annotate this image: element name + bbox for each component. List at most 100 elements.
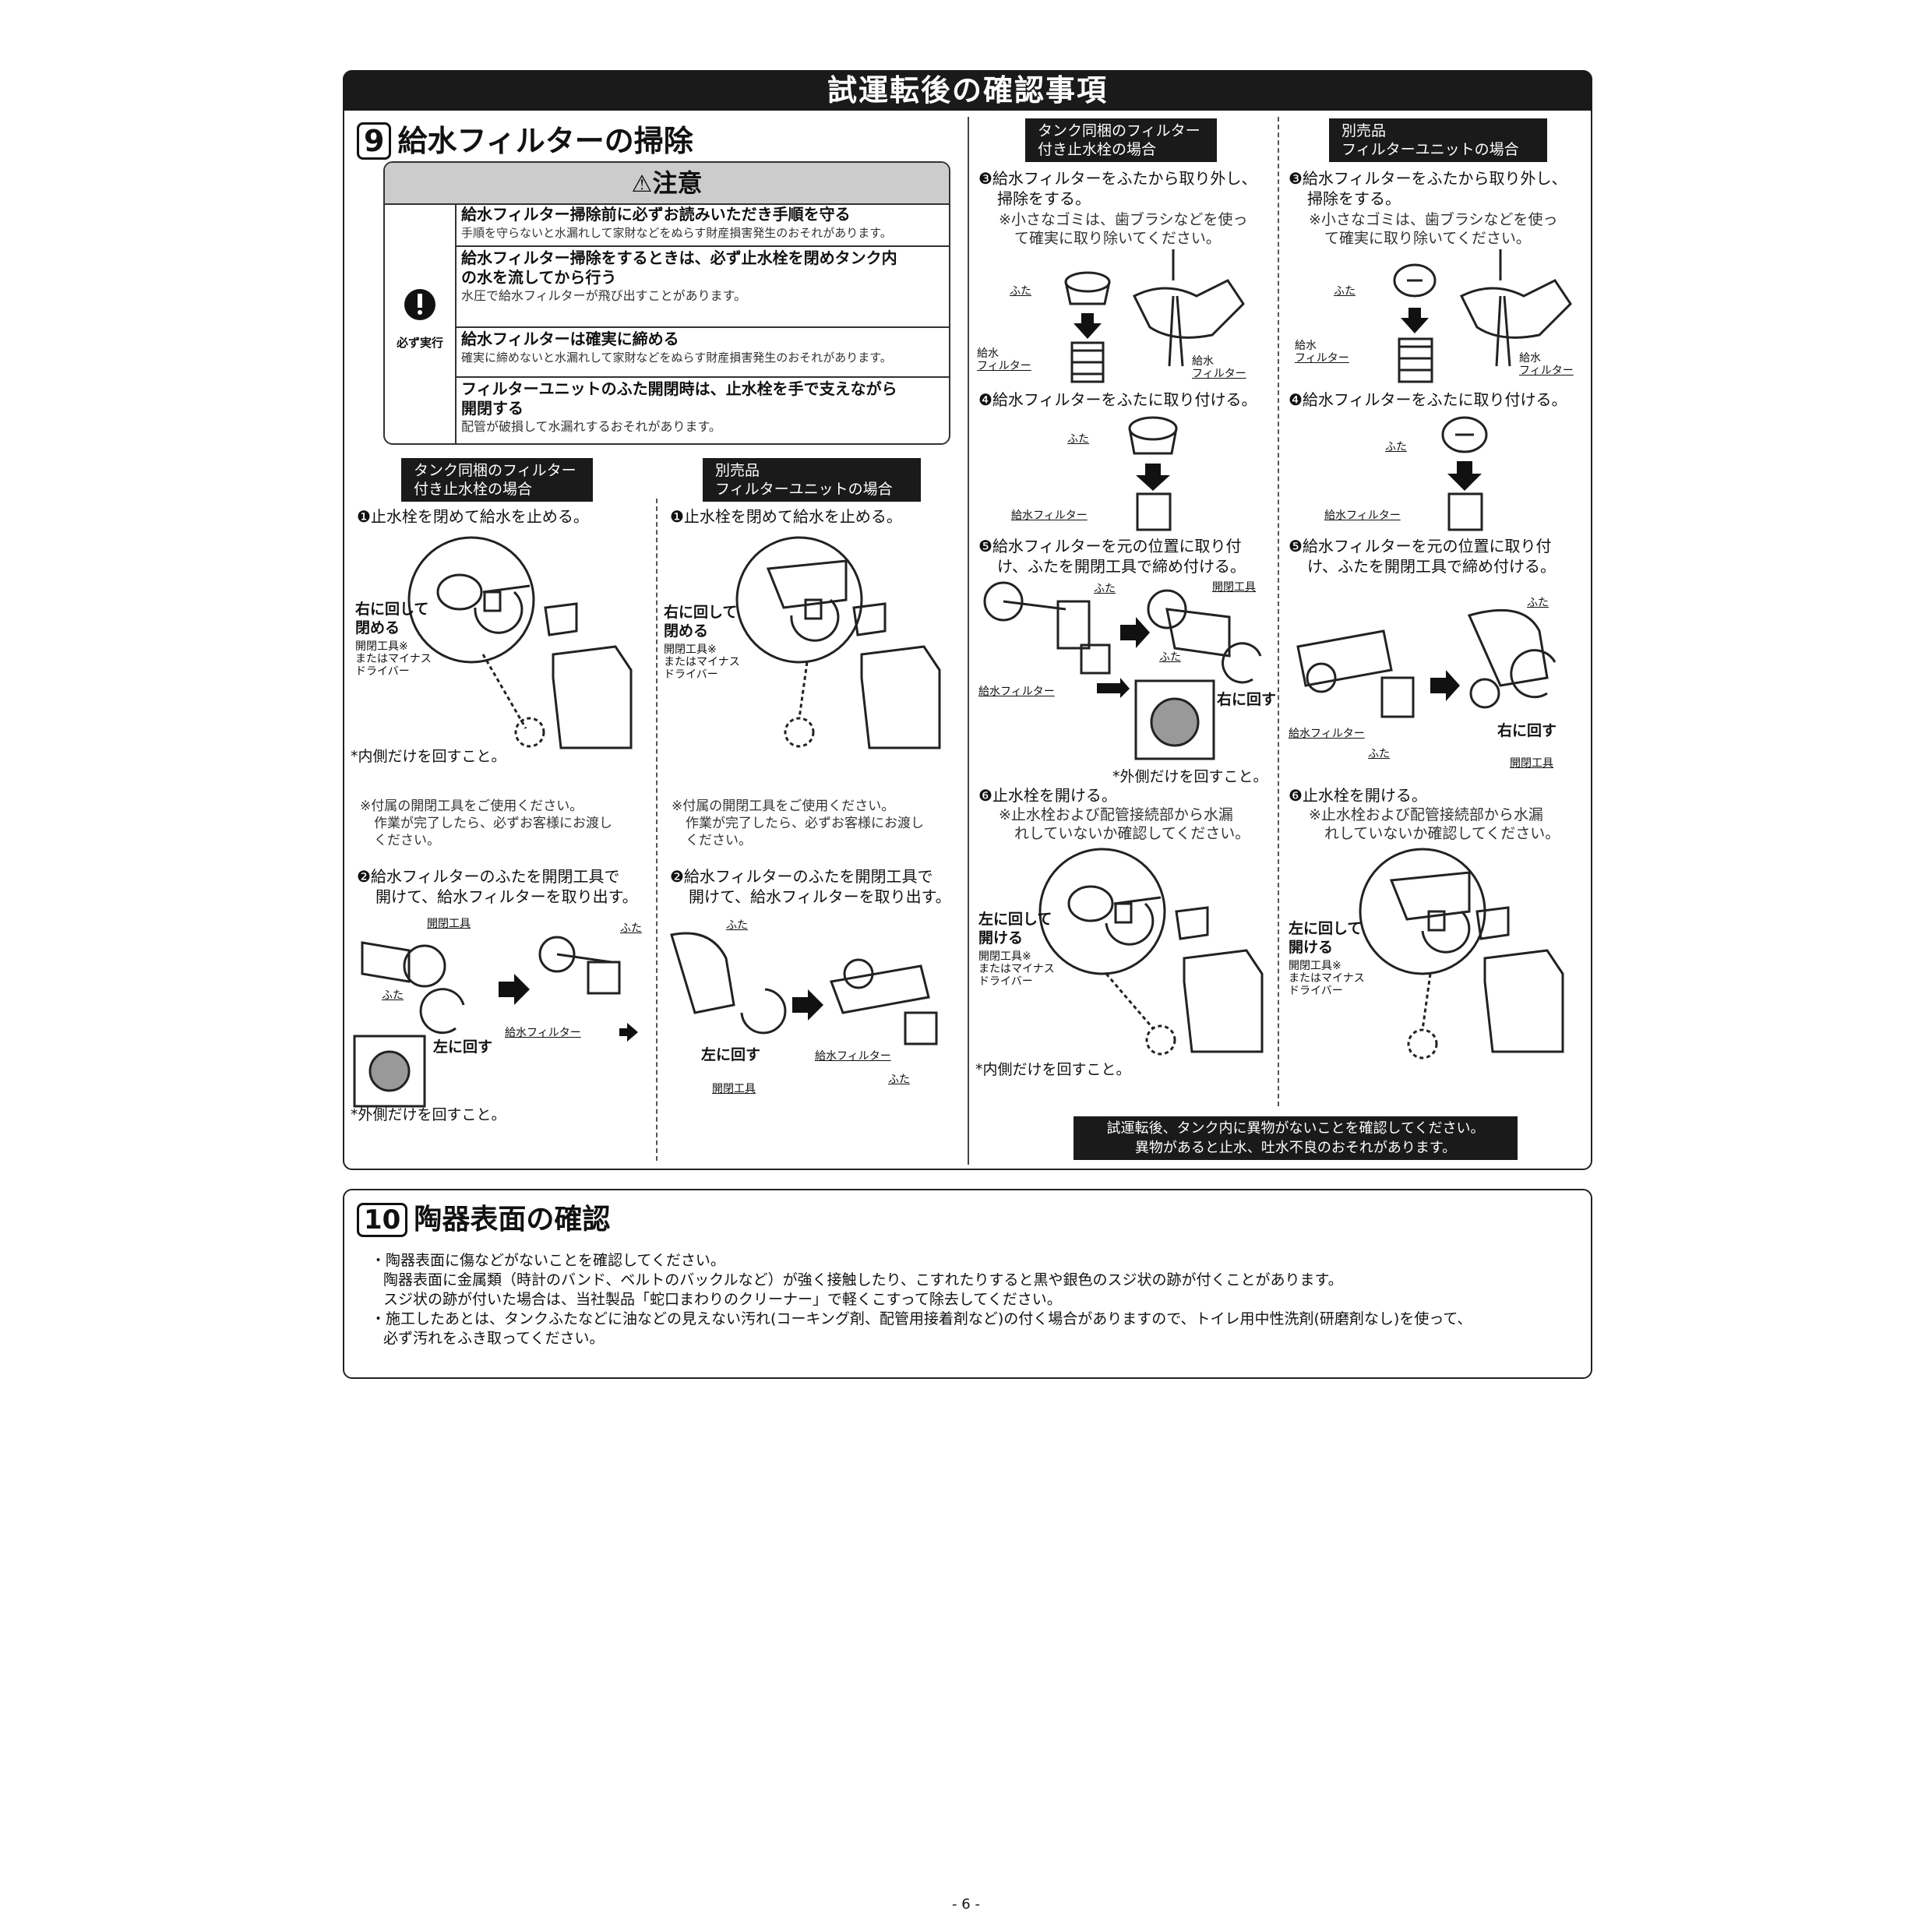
lid-callout: ふた xyxy=(1527,597,1549,609)
note-line: ※止水栓および配管接続部から水漏 xyxy=(999,806,1233,823)
label-line: ドライバー xyxy=(355,665,410,678)
tool-label: 開閉工具※ またはマイナス ドライバー xyxy=(355,640,432,678)
filter-unit-valve-open-illustration xyxy=(1359,848,1564,1059)
note-line: ※止水栓および配管接続部から水漏 xyxy=(1309,806,1543,823)
turn-right-label: 右に回して 閉める xyxy=(664,603,737,640)
label-line: 給水 xyxy=(1295,340,1317,352)
tag-line: 別売品 xyxy=(1341,122,1387,139)
section-10-frame xyxy=(343,1189,1592,1379)
caution-row-heading-2: 開閉する xyxy=(461,399,524,418)
step-6-note: ※止水栓および配管接続部から水漏 れしていないか確認してください。 xyxy=(999,806,1250,843)
filter-callout: 給水フィルター xyxy=(1011,509,1088,522)
caution-row-sub: 確実に締めないと水漏れして家財などをぬらす財産損害発生のおそれがあります。 xyxy=(461,351,892,365)
lid-callout: ふた xyxy=(1385,441,1407,453)
tool-label: 開閉工具※ またはマイナス ドライバー xyxy=(664,643,740,681)
step-3-text: ❸給水フィルターをふたから取り外し、 掃除をする。 xyxy=(978,168,1257,209)
caution-row-heading-2: の水を流してから行う xyxy=(461,268,617,287)
filter-reinstall-illustration xyxy=(983,581,1262,760)
tag-line: 別売品 xyxy=(715,462,760,479)
note-line: 作業が完了したら、必ずお客様にお渡し xyxy=(374,816,612,831)
lid-callout: ふた xyxy=(888,1074,910,1086)
case-tag-unit: 別売品 フィルターユニットの場合 xyxy=(1329,118,1547,162)
filter-cleaning-illustration xyxy=(1064,249,1245,383)
filter-removal-illustration xyxy=(353,936,638,1108)
caution-row-1: 給水フィルター掃除前に必ずお読みいただき手順を守る 手順を守らないと水漏れして家… xyxy=(457,203,949,247)
filter-callout: 給水 フィルター xyxy=(1192,355,1246,380)
label-line: ドライバー xyxy=(1289,985,1343,997)
label-line: 給水 xyxy=(1519,352,1541,365)
warning-triangle-icon: ⚠ xyxy=(631,171,653,198)
tag-line: 付き止水栓の場合 xyxy=(1038,141,1157,158)
label-line: フィルター xyxy=(1295,352,1349,365)
filter-callout: 給水 フィルター xyxy=(1295,340,1349,365)
caution-badge-label: 必ず実行 xyxy=(396,336,443,350)
turn-left-label: 左に回す xyxy=(433,1038,493,1056)
page-title: 試運転後の確認事項 xyxy=(343,70,1592,111)
note-line: ※付属の開閉工具をご使用ください。 xyxy=(360,799,583,814)
tool-label: 開閉工具※ またはマイナス ドライバー xyxy=(1289,960,1365,997)
section-number: 10 xyxy=(357,1203,408,1237)
caution-row-4: フィルターユニットのふた開閉時は、止水栓を手で支えながら 開閉する 配管が破損し… xyxy=(457,378,949,443)
text-line: ❺給水フィルターを元の位置に取り付 xyxy=(1289,537,1552,555)
exclamation-circle-icon xyxy=(404,289,435,320)
step-1-text: ❶止水栓を閉めて給水を止める。 xyxy=(670,507,902,526)
filter-callout: 給水フィルター xyxy=(505,1027,581,1039)
note-line: れしていないか確認してください。 xyxy=(1014,825,1250,842)
note-line: ください。 xyxy=(374,833,440,848)
column-divider xyxy=(1278,117,1279,1106)
text-line: ❷給水フィルターのふたを開閉工具で xyxy=(357,867,620,886)
label-line: 給水 xyxy=(977,347,999,360)
step-3-note: ※小さなゴミは、歯ブラシなどを使っ て確実に取り除いてください。 xyxy=(1309,210,1558,248)
caution-row-heading: 給水フィルター掃除をするときは、必ず止水栓を閉めタンク内 xyxy=(461,249,897,267)
note-line: て確実に取り除いてください。 xyxy=(1014,230,1221,247)
note-line: ※小さなゴミは、歯ブラシなどを使っ xyxy=(1309,211,1558,228)
outer-only-note: *外側だけを回すこと。 xyxy=(351,1106,506,1123)
text-line: ❺給水フィルターを元の位置に取り付 xyxy=(978,537,1242,555)
label-line: フィルター xyxy=(1519,365,1574,377)
caution-row-heading: フィルターユニットのふた開閉時は、止水栓を手で支えながら xyxy=(461,379,897,398)
inner-only-note: *内側だけを回すこと。 xyxy=(351,748,506,765)
body-line: 必ず汚れをふき取ってください。 xyxy=(383,1330,605,1347)
filter-unit-reinstall-illustration xyxy=(1296,608,1557,718)
label-line: 開ける xyxy=(1289,939,1334,956)
tag-line: タンク同梱のフィルター xyxy=(1038,122,1200,139)
label-line: フィルター xyxy=(1192,368,1246,380)
text-line: ❸給水フィルターをふたから取り外し、 xyxy=(978,169,1257,188)
step-3-text: ❸給水フィルターをふたから取り外し、 掃除をする。 xyxy=(1289,168,1567,209)
body-line: ・陶器表面に傷などがないことを確認してください。 xyxy=(371,1252,725,1269)
tool-callout: 開閉工具 xyxy=(427,918,471,930)
tool-label: 開閉工具※ またはマイナス ドライバー xyxy=(978,950,1055,988)
tag-line: 付き止水栓の場合 xyxy=(414,481,533,498)
caution-header: ⚠注意 xyxy=(385,163,949,205)
body-line: スジ状の跡が付いた場合は、当社製品「蛇口まわりのクリーナー」で軽くこすって除去し… xyxy=(383,1291,1062,1308)
case-tag-unit: 別売品 フィルターユニットの場合 xyxy=(703,458,921,502)
text-line: け、ふたを開閉工具で締め付ける。 xyxy=(1307,557,1556,576)
turn-left-label: 左に回して 開ける xyxy=(1289,919,1362,957)
label-line: またはマイナス xyxy=(664,656,740,668)
tool-note: ※付属の開閉工具をご使用ください。 作業が完了したら、必ずお客様にお渡し くださ… xyxy=(672,798,924,849)
lid-callout: ふた xyxy=(1094,583,1116,595)
label-line: 閉める xyxy=(664,622,709,640)
lid-callout: ふた xyxy=(1368,748,1390,760)
filter-callout: 給水 フィルター xyxy=(977,347,1031,372)
caution-title: 注意 xyxy=(652,168,703,198)
info-line: 試運転後、タンク内に異物がないことを確認してください。 xyxy=(1106,1120,1485,1137)
tag-line: フィルターユニットの場合 xyxy=(1341,141,1519,158)
caution-row-sub: 配管が破損して水漏れするおそれがあります。 xyxy=(461,419,721,434)
valve-open-illustration xyxy=(1038,848,1264,1056)
caution-row-3: 給水フィルターは確実に締める 確実に締めないと水漏れして家財などをぬらす財産損害… xyxy=(457,328,949,378)
column-divider xyxy=(656,499,658,1161)
label-line: 開閉工具※ xyxy=(1289,960,1341,972)
filter-attach-illustration xyxy=(1128,416,1178,531)
turn-right-label: 右に回す xyxy=(1217,691,1277,708)
step-5-text: ❺給水フィルターを元の位置に取り付 け、ふたを開閉工具で締め付ける。 xyxy=(978,536,1246,576)
label-line: 開閉工具※ xyxy=(978,950,1031,963)
label-line: またはマイナス xyxy=(1289,972,1365,985)
tag-line: フィルターユニットの場合 xyxy=(715,481,893,498)
note-line: ください。 xyxy=(686,833,752,848)
text-line: 掃除をする。 xyxy=(997,189,1091,208)
step-4-text: ❹給水フィルターをふたに取り付ける。 xyxy=(978,390,1257,409)
step-3-note: ※小さなゴミは、歯ブラシなどを使っ て確実に取り除いてください。 xyxy=(999,210,1248,248)
